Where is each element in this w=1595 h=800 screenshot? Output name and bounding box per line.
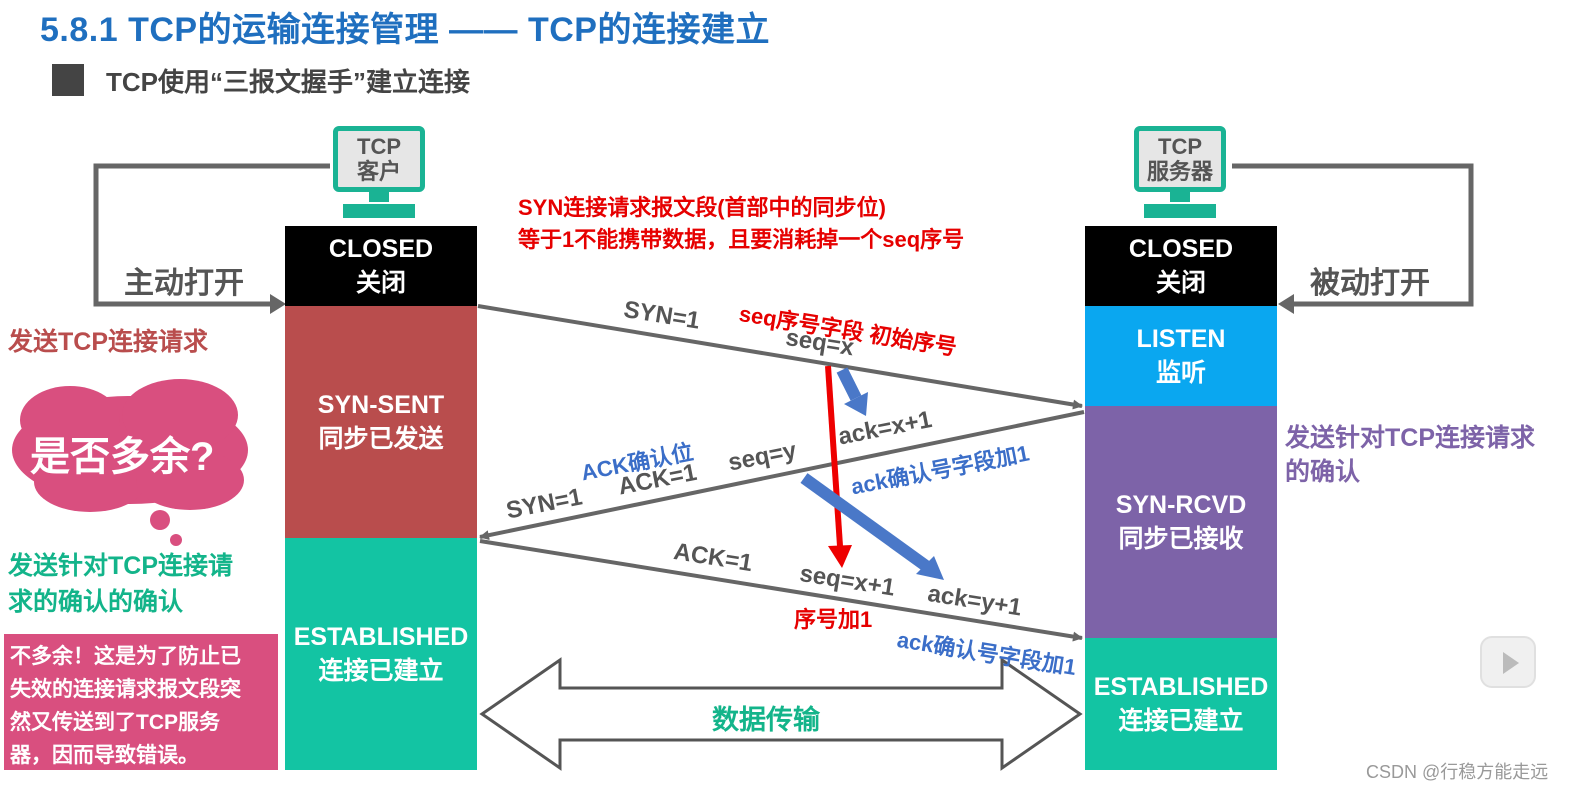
client-state-syn-sent: SYN-SENT 同步已发送 <box>285 306 477 538</box>
server-ack-note-line1: 发送针对TCP连接请求 <box>1285 424 1536 452</box>
client-open-loop <box>93 163 330 307</box>
client-state-closed: CLOSED 关闭 <box>285 226 477 306</box>
answer-line: 器，因而导致错误。 <box>10 744 199 767</box>
page-subtitle: TCP使用“三报文握手”建立连接 <box>106 67 471 97</box>
syn-note-line2: 等于1不能携带数据，且要消耗掉一个seq序号 <box>518 227 965 252</box>
client-state-established-desc: 连接已建立 <box>318 657 444 685</box>
server-state-established: ESTABLISHED 连接已建立 <box>1085 638 1277 770</box>
client-ack-note-line1: 发送针对TCP连接请 <box>8 552 234 580</box>
ack-x-arrowhead <box>844 392 868 416</box>
syn-message-line <box>477 304 1083 410</box>
bullet-square <box>52 64 84 96</box>
seq-increment-arrowhead <box>828 545 852 568</box>
server-open-arrowhead <box>1278 294 1294 314</box>
client-state-closed-desc: 关闭 <box>355 269 406 297</box>
ack-message-line <box>479 539 1083 642</box>
server-computer-icon: TCP 服务器 <box>1134 126 1226 192</box>
ack-y-arrow <box>800 473 930 571</box>
data-transfer-label: 数据传输 <box>712 705 820 735</box>
server-state-listen-name: LISTEN <box>1136 325 1226 353</box>
client-computer-icon: TCP 客户 <box>333 126 425 192</box>
passive-open-label: 被动打开 <box>1310 267 1430 300</box>
syn-note-line1: SYN连接请求报文段(首部中的同步位) <box>518 195 886 220</box>
answer-line: 然又传送到了TCP服务 <box>10 711 220 734</box>
server-icon-line1: TCP <box>1158 134 1202 159</box>
seq-plus1-note: 序号加1 <box>794 607 873 632</box>
play-button[interactable] <box>1480 636 1536 688</box>
server-open-loop <box>1232 163 1474 307</box>
page-title: 5.8.1 TCP的运输连接管理 —— TCP的连接建立 <box>40 11 770 49</box>
watermark: CSDN @行稳方能走远 <box>1366 762 1549 782</box>
client-state-established: ESTABLISHED 连接已建立 <box>285 538 477 770</box>
client-ack-note-line2: 求的确认的确认 <box>8 588 184 616</box>
client-icon-line1: TCP <box>357 134 401 159</box>
server-state-syn-rcvd-name: SYN-RCVD <box>1115 491 1247 519</box>
data-transfer-arrow <box>479 657 1083 771</box>
server-state-closed: CLOSED 关闭 <box>1085 226 1277 306</box>
active-open-label: 主动打开 <box>124 267 244 300</box>
answer-box: 不多余！这是为了防止已 失效的连接请求报文段突 然又传送到了TCP服务 器，因而… <box>4 634 278 770</box>
server-icon-line2: 服务器 <box>1146 159 1213 184</box>
thought-cloud <box>12 379 248 546</box>
server-state-listen-desc: 监听 <box>1155 359 1206 387</box>
server-monitor-stand <box>1170 192 1190 202</box>
client-state-syn-sent-name: SYN-SENT <box>317 391 445 419</box>
server-state-syn-rcvd: SYN-RCVD 同步已接收 <box>1085 406 1277 638</box>
client-icon-line2: 客户 <box>356 159 401 184</box>
client-state-closed-name: CLOSED <box>328 235 434 263</box>
send-request-note: 发送TCP连接请求 <box>8 328 209 356</box>
client-open-arrowhead <box>270 294 286 314</box>
server-state-listen: LISTEN 监听 <box>1085 306 1277 406</box>
server-state-closed-desc: 关闭 <box>1155 269 1206 297</box>
client-state-syn-sent-desc: 同步已发送 <box>318 425 444 453</box>
client-monitor-stand <box>369 192 389 202</box>
question-text: 是否多余? <box>30 435 215 479</box>
server-ack-note-line2: 的确认 <box>1285 458 1361 486</box>
answer-line: 失效的连接请求报文段突 <box>10 678 241 701</box>
server-state-closed-name: CLOSED <box>1128 235 1234 263</box>
server-state-established-desc: 连接已建立 <box>1118 707 1244 735</box>
ack-x-arrow <box>836 367 862 401</box>
client-state-established-name: ESTABLISHED <box>293 623 469 651</box>
seq-increment-arrow <box>825 365 843 547</box>
server-state-established-name: ESTABLISHED <box>1093 673 1269 701</box>
server-monitor-base <box>1144 204 1216 218</box>
ack-y-arrowhead <box>916 556 944 580</box>
syn-ack-message-line <box>479 410 1085 541</box>
client-monitor-base <box>343 204 415 218</box>
answer-line: 不多余！这是为了防止已 <box>10 645 241 668</box>
server-state-syn-rcvd-desc: 同步已接收 <box>1118 525 1244 553</box>
